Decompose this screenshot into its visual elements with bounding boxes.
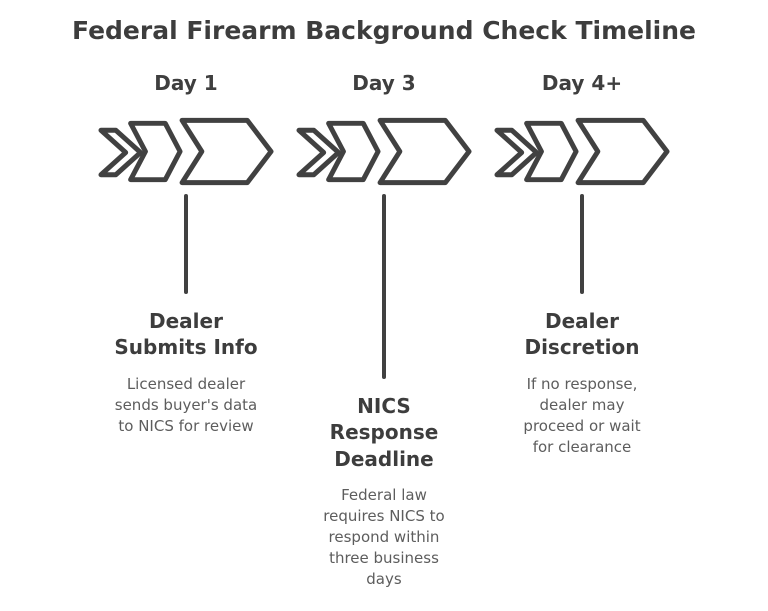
step-description: Licensed dealer sends buyer's data to NI… xyxy=(114,374,258,435)
page-title: Federal Firearm Background Check Timelin… xyxy=(72,16,696,45)
timeline-columns: Day 1 Dealer Submits Info Licensed deale… xyxy=(0,71,768,590)
day-label: Day 3 xyxy=(352,71,416,95)
timeline-step-day1: Day 1 Dealer Submits Info Licensed deale… xyxy=(97,71,275,590)
step-description: If no response, dealer may proceed or wa… xyxy=(523,374,641,456)
connector-line xyxy=(580,194,584,294)
step-heading: Dealer Discretion xyxy=(524,309,640,360)
day-label: Day 4+ xyxy=(541,71,623,95)
timeline-step-day3: Day 3 NICS Response Deadline Federal law… xyxy=(295,71,473,590)
step-heading: NICS Response Deadline xyxy=(329,394,439,471)
connector-line xyxy=(382,194,386,379)
timeline-step-day4plus: Day 4+ Dealer Discretion If no response,… xyxy=(493,71,671,590)
day-label: Day 1 xyxy=(154,71,218,95)
fast-forward-chevrons-icon xyxy=(493,117,671,187)
connector-line xyxy=(184,194,188,294)
fast-forward-chevrons-icon xyxy=(97,117,275,187)
step-description: Federal law requires NICS to respond wit… xyxy=(323,486,445,589)
step-heading: Dealer Submits Info xyxy=(114,309,258,360)
fast-forward-chevrons-icon xyxy=(295,117,473,187)
